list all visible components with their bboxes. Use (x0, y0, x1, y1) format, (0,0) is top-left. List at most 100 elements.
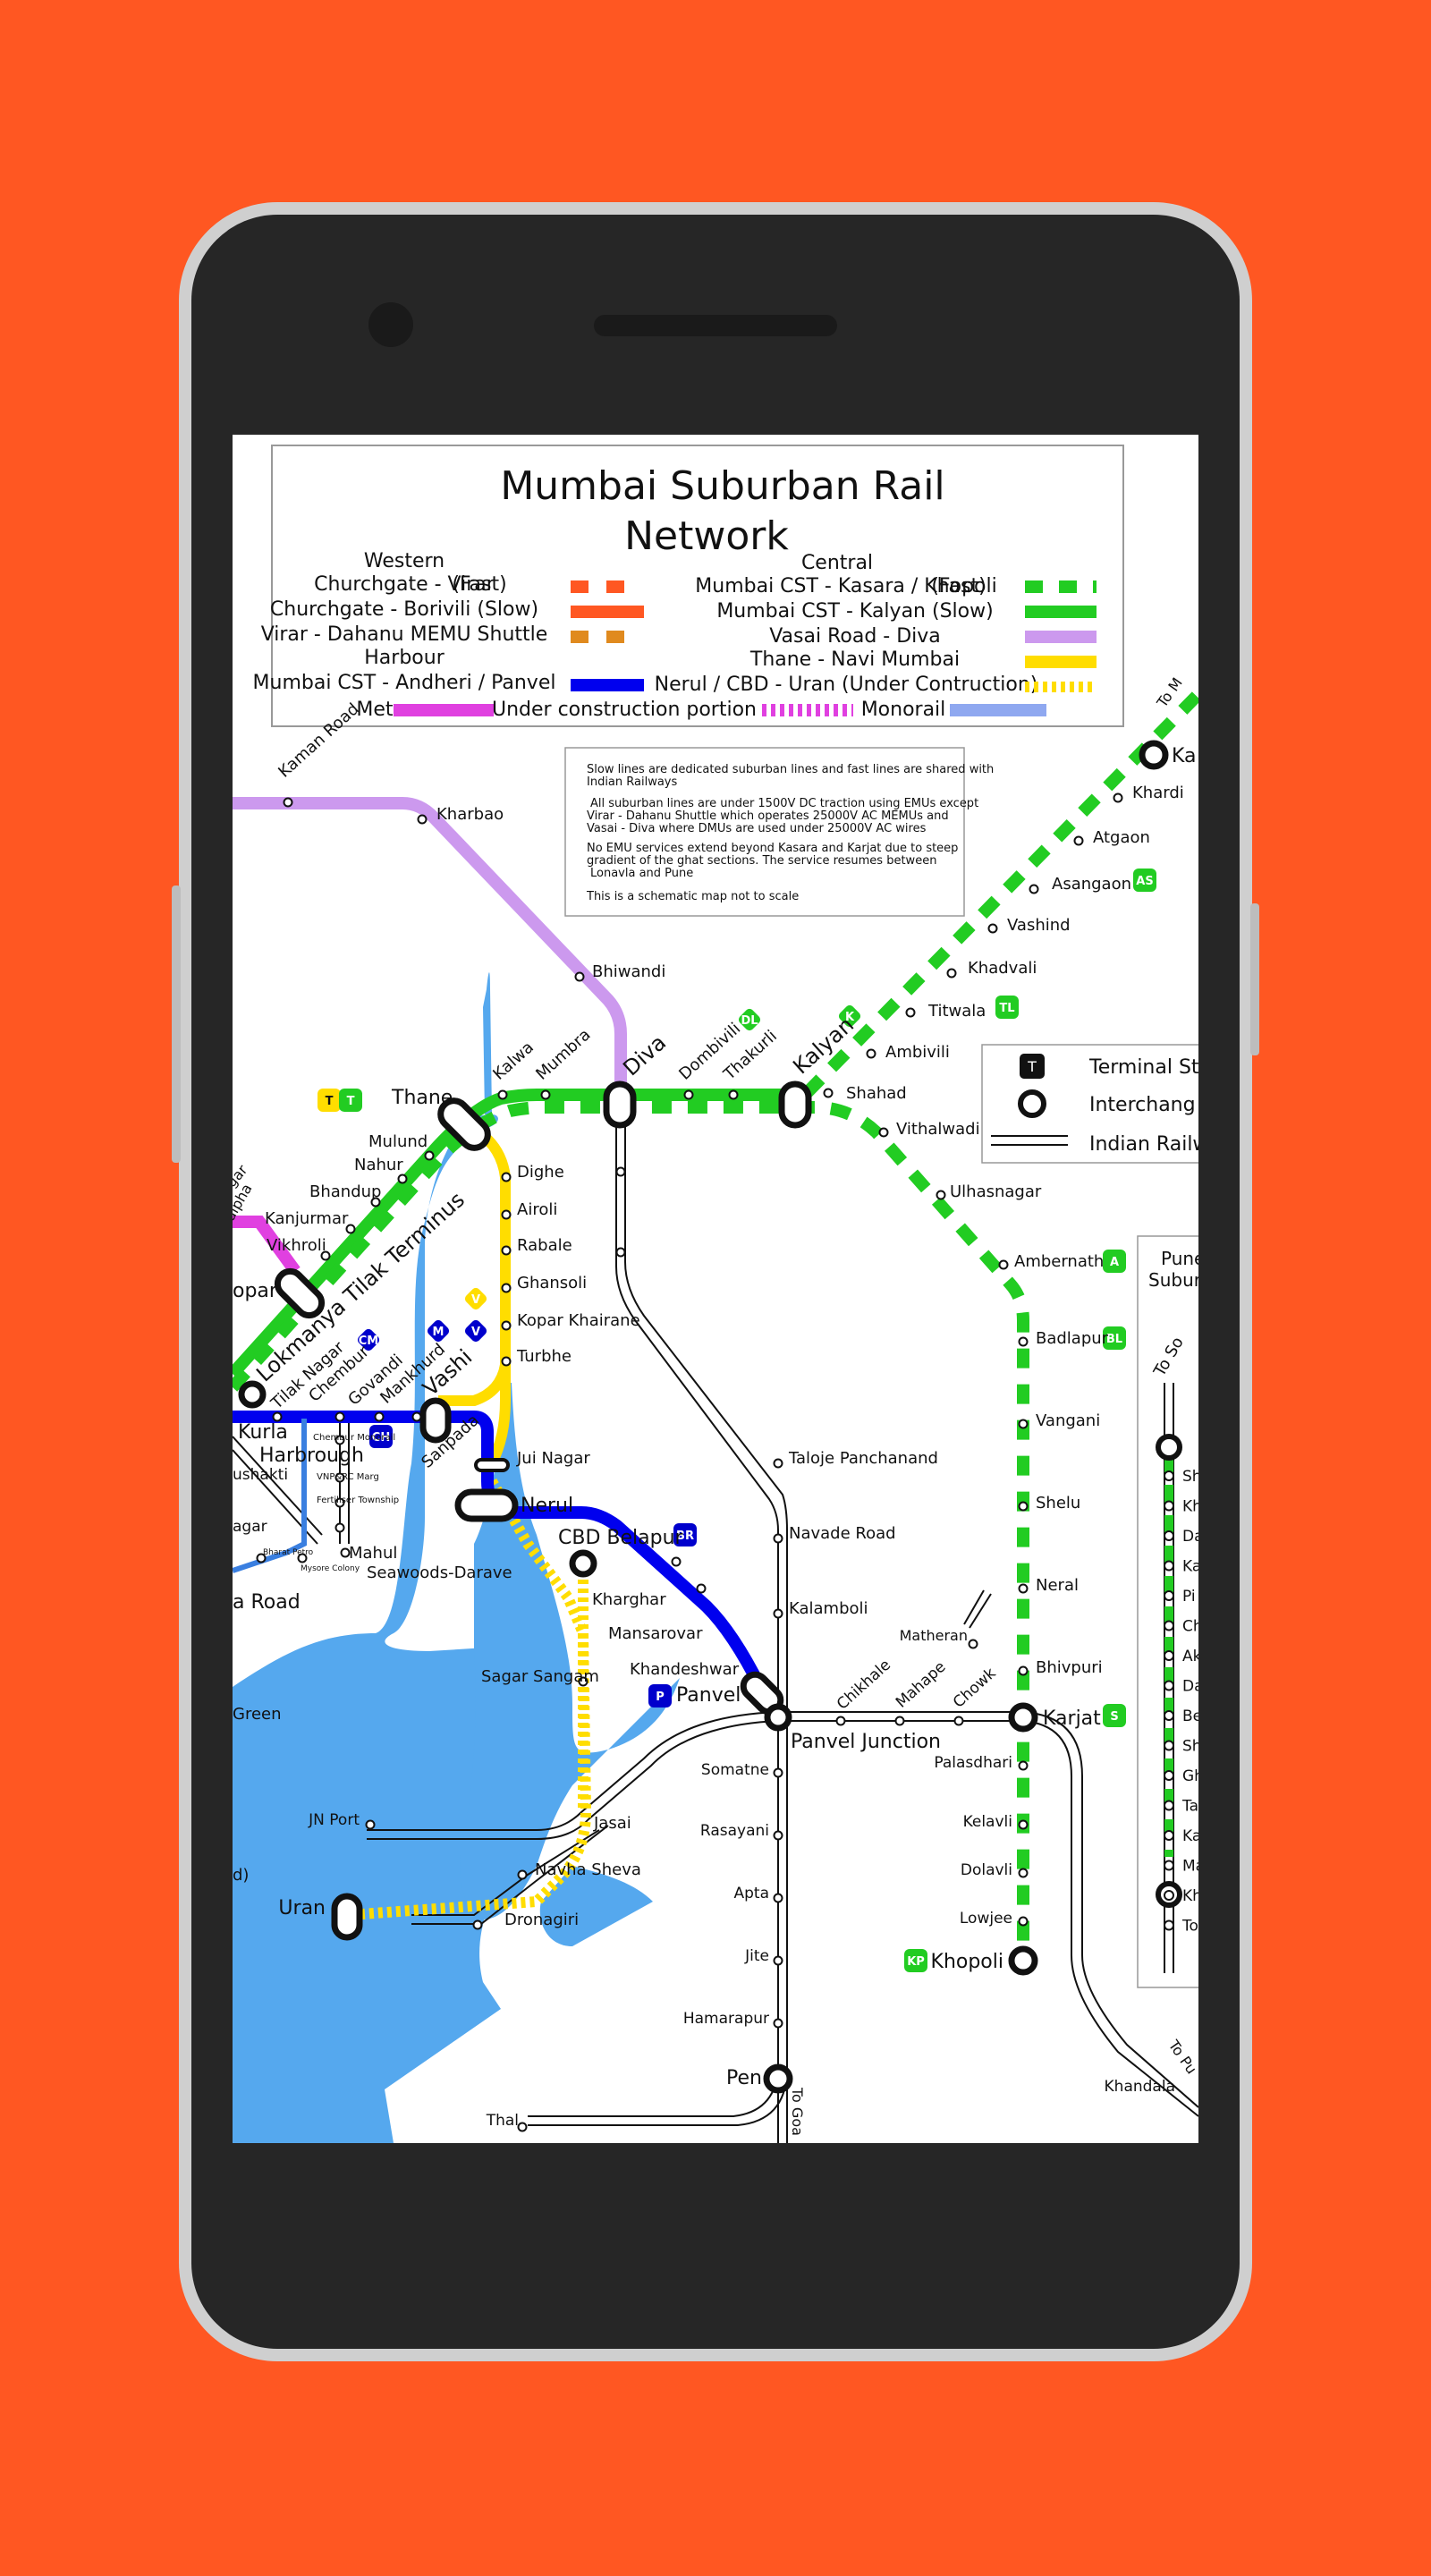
station-label-ambivili: Ambivili (885, 1043, 950, 1062)
svg-text:TL: TL (999, 1002, 1014, 1015)
line-metro (233, 1216, 301, 1275)
station-label-asangaon: Asangaon (1052, 875, 1131, 894)
station-label-wadala-road: a Road (233, 1591, 301, 1614)
station-label-kharbao: Kharbao (436, 805, 504, 824)
rail-map[interactable]: Mumbai Suburban Rail Network Western Cen… (233, 435, 1198, 2143)
badge-p: P (648, 1684, 672, 1707)
station-label-kalyan: Kalyan (788, 1013, 859, 1080)
pune-station-label: Kh (1182, 1887, 1198, 1905)
station-label-bhivpuri: Bhivpuri (1036, 1658, 1103, 1677)
badge-v: V (464, 1287, 487, 1310)
station-label-neral: Neral (1036, 1576, 1079, 1595)
station-label-bharat-petro: Bharat Petro (263, 1548, 314, 1557)
badge-m: M (427, 1319, 450, 1343)
legend-harbour-header: Harbour (364, 647, 445, 669)
station-label-ulhasnagar: Ulhasnagar (950, 1182, 1042, 1201)
station-label-badlapur: Badlapur (1036, 1329, 1109, 1348)
pune-station-label: Ma (1182, 1858, 1198, 1876)
svg-text:T: T (347, 1095, 355, 1108)
notes-box: Slow lines are dedicated suburban lines … (564, 747, 994, 917)
station-label-lowjee: Lowjee (960, 1910, 1012, 1928)
station-label-somatne: Somatne (701, 1761, 769, 1779)
front-camera (368, 302, 413, 347)
legend-item: (Fast) (931, 575, 986, 597)
station-label-kelavli: Kelavli (963, 1813, 1012, 1831)
station-label-anushakti: ushakti (233, 1466, 288, 1484)
station-label-jn-port: JN Port (308, 1811, 360, 1829)
pune-suburban-box: Pune Suburb To So ShKhDaKaPiChAkDaBeShGh… (1137, 1235, 1198, 1988)
station-label-kurla: Kurla (238, 1421, 288, 1444)
note-text: This is a schematic map not to scale (586, 890, 799, 903)
station-label-taloje: Taloje Panchanand (788, 1449, 938, 1468)
map-screen[interactable]: Mumbai Suburban Rail Network Western Cen… (233, 435, 1198, 2143)
station-label-chowk: Chowk (950, 1665, 1000, 1712)
station-label-dighe: Dighe (517, 1163, 564, 1182)
pune-station-label: Kh (1182, 1498, 1198, 1516)
station-label-khandala: Khandala (1105, 2078, 1175, 2096)
legend-item: Mumbai CST - Kalyan (Slow) (716, 600, 993, 623)
pune-station-list: ShKhDaKaPiChAkDaBeShGhTaKaMaKhTo (1164, 1468, 1198, 1936)
badge-br: BR (673, 1523, 697, 1546)
power-button (1250, 903, 1259, 1055)
station-label-hamarapur: Hamarapur (683, 2010, 769, 2028)
station-label-mulund: Mulund (368, 1132, 428, 1151)
svg-text:P: P (656, 1690, 665, 1704)
legend-item: Mumbai CST - Andheri / Panvel (253, 672, 556, 694)
legend-box: Mumbai Suburban Rail Network Western Cen… (253, 445, 1124, 727)
station-label-vashind: Vashind (1007, 916, 1071, 935)
note-text: Lonavla and Pune (590, 867, 693, 880)
pune-station-label: Da (1182, 1528, 1198, 1546)
station-label-to-pune: To Pu (1164, 2037, 1198, 2078)
legend-central-header: Central (801, 552, 873, 574)
station-label-mansarovar: Mansarovar (608, 1624, 703, 1643)
badge-bl: BL (1103, 1326, 1126, 1350)
station-label-pen: Pen (726, 2067, 762, 2089)
station-label-gtb-nagar: agar (233, 1518, 267, 1536)
pune-station-label: Ch (1182, 1618, 1198, 1636)
station-label-d-paren: d) (233, 1866, 249, 1885)
key-terminal-letter: T (1027, 1058, 1037, 1075)
station-label-mumbra: Mumbra (532, 1025, 594, 1083)
station-label-ambernath: Ambernath (1014, 1252, 1104, 1271)
station-label-bhiwandi: Bhiwandi (592, 962, 665, 981)
station-label-ghatkopar: opar (233, 1280, 278, 1302)
station-label-rabale: Rabale (517, 1236, 572, 1255)
svg-text:AS: AS (1136, 875, 1153, 888)
note-text: Virar - Dahanu Shuttle which operates 25… (587, 809, 949, 823)
badge-v: V (464, 1319, 487, 1343)
station-label-fertiliser: Fertiliser Township (317, 1496, 399, 1505)
station-label-airoli: Airoli (517, 1200, 557, 1219)
svg-text:A: A (1110, 1256, 1119, 1269)
svg-text:S: S (1110, 1710, 1118, 1724)
station-label-titwala: Titwala (927, 1002, 986, 1021)
station-label-panvel: Panvel (676, 1684, 741, 1707)
station-label-jui-nagar: Jui Nagar (516, 1449, 590, 1468)
station-label-jasai: Jasai (593, 1814, 631, 1833)
station-label-jite: Jite (744, 1947, 769, 1965)
note-text: No EMU services extend beyond Kasara and… (587, 842, 958, 855)
station-label-green: Green (233, 1705, 282, 1724)
pune-station-label: Ka (1182, 1558, 1198, 1576)
volume-button (172, 886, 181, 1163)
station-label-vnp-marg: VNP&RC Marg (317, 1472, 379, 1482)
station-label-cbd-belapur: CBD Belapur (558, 1527, 684, 1549)
badge-kp: KP (904, 1949, 927, 1972)
svg-text:K: K (845, 1011, 855, 1024)
pune-station-label: Pi (1182, 1588, 1196, 1606)
svg-text:V: V (471, 1293, 480, 1307)
station-label-rasayani: Rasayani (700, 1822, 769, 1840)
station-label-khadvali: Khadvali (968, 959, 1037, 978)
legend-item: Vasai Road - Diva (769, 625, 941, 648)
svg-text:M: M (433, 1326, 445, 1339)
svg-text:V: V (471, 1326, 480, 1339)
station-label-kalwa: Kalwa (489, 1038, 538, 1083)
station-label-karjat: Karjat (1043, 1707, 1101, 1730)
svg-text:DL: DL (741, 1014, 758, 1028)
badge-tl: TL (995, 996, 1019, 1019)
station-label-thane: Thane (391, 1087, 453, 1109)
legend-western-header: Western (364, 550, 445, 572)
station-label-kasara: Ka (1172, 745, 1197, 767)
symbol-key: T Terminal St Interchang Indian Railw (981, 1044, 1198, 1164)
pune-title: Pune (1161, 1248, 1198, 1269)
legend-monorail: Monorail (861, 699, 946, 721)
